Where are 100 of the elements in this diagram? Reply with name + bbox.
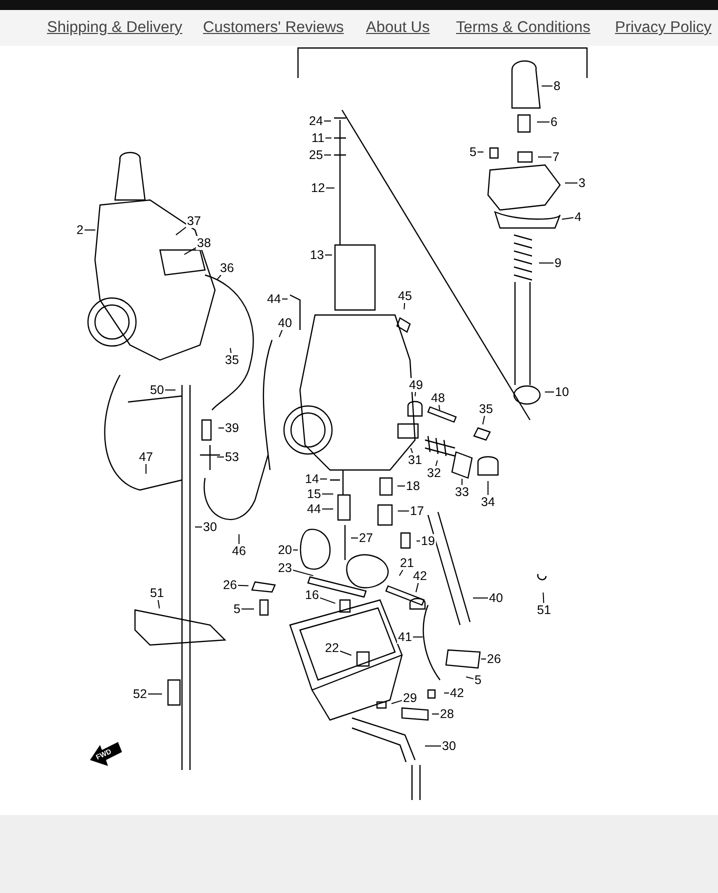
callout-number: 5 bbox=[474, 673, 482, 687]
callout-number: 10 bbox=[554, 385, 570, 399]
leader-line bbox=[438, 404, 440, 410]
leader-line bbox=[292, 570, 314, 576]
callout-number: 5 bbox=[232, 602, 242, 616]
leader-line bbox=[564, 182, 578, 184]
nav-link: Customers' Reviews bbox=[203, 19, 344, 37]
leader-line bbox=[416, 540, 421, 542]
callout-number: 36 bbox=[219, 261, 235, 275]
leader-line bbox=[184, 247, 197, 255]
leader-line bbox=[538, 262, 554, 264]
leader-line bbox=[216, 456, 225, 458]
callout-number: 35 bbox=[224, 353, 240, 367]
leader-line bbox=[158, 600, 160, 609]
leader-line bbox=[237, 584, 249, 586]
callout-number: 18 bbox=[405, 479, 421, 493]
leader-line bbox=[240, 608, 254, 610]
leader-line bbox=[538, 156, 552, 158]
callout-number: 12 bbox=[310, 181, 326, 195]
callout-number: 38 bbox=[196, 236, 212, 250]
leader-line bbox=[319, 478, 328, 480]
callout-number: 16 bbox=[304, 588, 320, 602]
callout-number: 28 bbox=[439, 707, 455, 721]
callout-number: 47 bbox=[138, 450, 154, 464]
callout-number: 34 bbox=[480, 495, 496, 509]
callout-number: 26 bbox=[486, 652, 502, 666]
callout-number: 3 bbox=[578, 176, 586, 190]
callout-number: 24 bbox=[308, 114, 324, 128]
leader-line bbox=[278, 330, 283, 338]
leader-line bbox=[435, 460, 438, 466]
leader-line bbox=[230, 348, 232, 354]
callout-number: 14 bbox=[304, 472, 320, 486]
leader-line bbox=[444, 692, 450, 694]
callout-number: 40 bbox=[277, 316, 293, 330]
callout-number: 6 bbox=[550, 115, 558, 129]
callout-number: 31 bbox=[407, 453, 423, 467]
callout-number: 15 bbox=[306, 487, 322, 501]
callout-number: 4 bbox=[574, 210, 582, 224]
callout-number: 41 bbox=[397, 630, 413, 644]
leader-line bbox=[414, 392, 416, 397]
callout-number: 53 bbox=[224, 450, 240, 464]
callout-number: 49 bbox=[408, 378, 424, 392]
leader-line bbox=[391, 700, 403, 704]
callout-number: 23 bbox=[277, 561, 293, 575]
leader-line bbox=[561, 217, 574, 220]
leader-line bbox=[415, 582, 419, 593]
callout-number: 22 bbox=[324, 641, 340, 655]
callout-number: 9 bbox=[554, 256, 562, 270]
callout-number: 42 bbox=[412, 569, 428, 583]
leader-line bbox=[466, 676, 474, 680]
callout-number: 39 bbox=[224, 421, 240, 435]
callout-number: 5 bbox=[468, 145, 478, 159]
leader-line bbox=[398, 570, 404, 576]
callout-number: 50 bbox=[149, 383, 165, 397]
leader-line bbox=[238, 534, 240, 544]
callout-number: 25 bbox=[308, 148, 324, 162]
leader-line bbox=[319, 597, 336, 604]
leader-line bbox=[194, 526, 203, 528]
callout-number: 51 bbox=[149, 586, 165, 600]
callout-number: 29 bbox=[402, 691, 418, 705]
nav-link: Privacy Policy bbox=[615, 19, 712, 37]
callout-number: 26 bbox=[222, 578, 238, 592]
leader-line bbox=[542, 592, 544, 604]
callout-number: 35 bbox=[478, 402, 494, 416]
leader-line bbox=[324, 254, 332, 256]
leader-line bbox=[482, 416, 486, 425]
callout-number: 8 bbox=[552, 79, 562, 93]
callout-number: 11 bbox=[310, 131, 326, 145]
callout-number: 20 bbox=[277, 543, 293, 557]
callout-number: 44 bbox=[266, 292, 282, 306]
callout-number: 51 bbox=[536, 603, 552, 617]
nav-link: Shipping & Delivery bbox=[47, 19, 182, 37]
leader-line bbox=[404, 302, 406, 310]
leader-line bbox=[410, 448, 413, 454]
leader-line bbox=[321, 508, 334, 510]
callout-number: 46 bbox=[231, 544, 247, 558]
callout-number: 21 bbox=[399, 556, 415, 570]
leader-line bbox=[339, 650, 352, 656]
leader-line bbox=[412, 636, 424, 638]
nav-link: Terms & Conditions bbox=[456, 19, 590, 37]
leader-line bbox=[480, 658, 487, 660]
leader-line bbox=[397, 510, 410, 512]
callout-number: 2 bbox=[76, 223, 84, 237]
callout-number: 42 bbox=[449, 686, 465, 700]
callout-number: 30 bbox=[202, 520, 218, 534]
nav-link: About Us bbox=[366, 19, 430, 37]
leader-line bbox=[323, 120, 332, 122]
callout-number: 45 bbox=[397, 289, 413, 303]
callout-number: 44 bbox=[306, 502, 322, 516]
callout-number: 19 bbox=[420, 534, 436, 548]
leader-line bbox=[323, 154, 332, 156]
callout-number: 40 bbox=[488, 591, 504, 605]
leader-line bbox=[175, 226, 187, 236]
callout-number: 7 bbox=[552, 150, 560, 164]
callout-number: 33 bbox=[454, 485, 470, 499]
callout-number: 27 bbox=[358, 531, 374, 545]
callout-number: 37 bbox=[186, 214, 202, 228]
callout-number: 52 bbox=[132, 687, 148, 701]
callout-number: 30 bbox=[441, 739, 457, 753]
callout-number: 32 bbox=[426, 466, 442, 480]
